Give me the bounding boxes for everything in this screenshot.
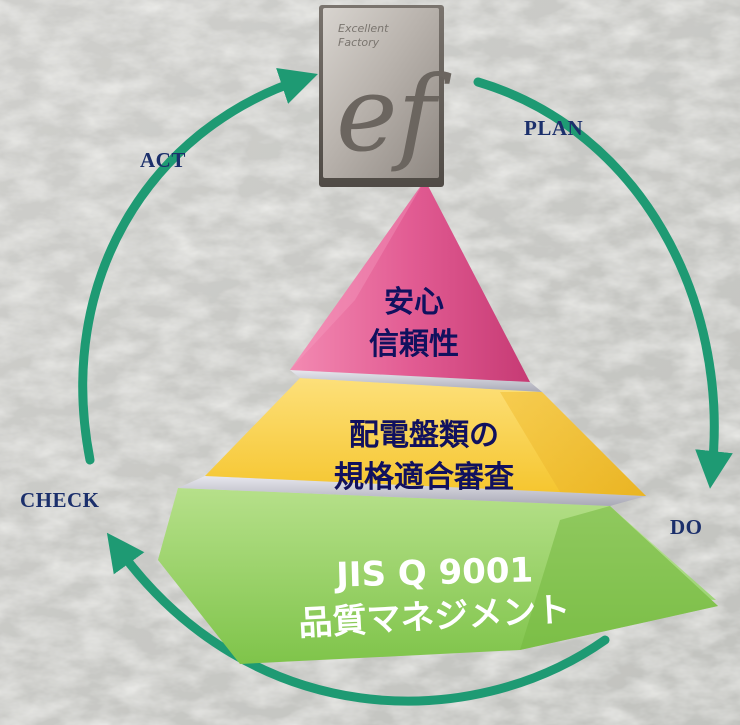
pyramid (158, 180, 718, 664)
cycle-label-check: CHECK (20, 488, 100, 512)
pyramid-top-highlight (290, 180, 425, 370)
pyramid-top-tier (290, 180, 530, 382)
excellent-factory-logo: Excellent Factory ef (319, 5, 452, 187)
middle-tier-line2: 規格適合審査 (334, 460, 514, 495)
pyramid-bottom-side (520, 506, 718, 650)
top-tier-line2: 信頼性 (369, 327, 459, 362)
pyramid-separator-upper (290, 370, 542, 392)
middle-tier-line1: 配電盤類の (349, 418, 499, 453)
pyramid-separator-lower (178, 476, 646, 506)
cycle-arrows (78, 68, 733, 706)
logo-plate (323, 8, 439, 178)
cycle-label-act: ACT (140, 148, 186, 172)
logo-text-line2: Factory (338, 36, 380, 49)
cycle-label-plan: PLAN (524, 116, 584, 140)
logo-mark: ef (336, 53, 452, 175)
arrow-act (78, 68, 318, 465)
pyramid-text: 安心 信頼性 配電盤類の 規格適合審査 JIS Q 9001 品質マネジメント (298, 285, 572, 644)
bottom-tier-line1: JIS Q 9001 (334, 550, 534, 595)
arrow-plan (473, 77, 733, 489)
cycle-label-do: DO (670, 515, 703, 539)
arrow-do (106, 532, 610, 706)
pyramid-middle-side (500, 392, 646, 496)
top-tier-line1: 安心 (384, 285, 444, 320)
logo-text-line1: Excellent (338, 22, 389, 35)
